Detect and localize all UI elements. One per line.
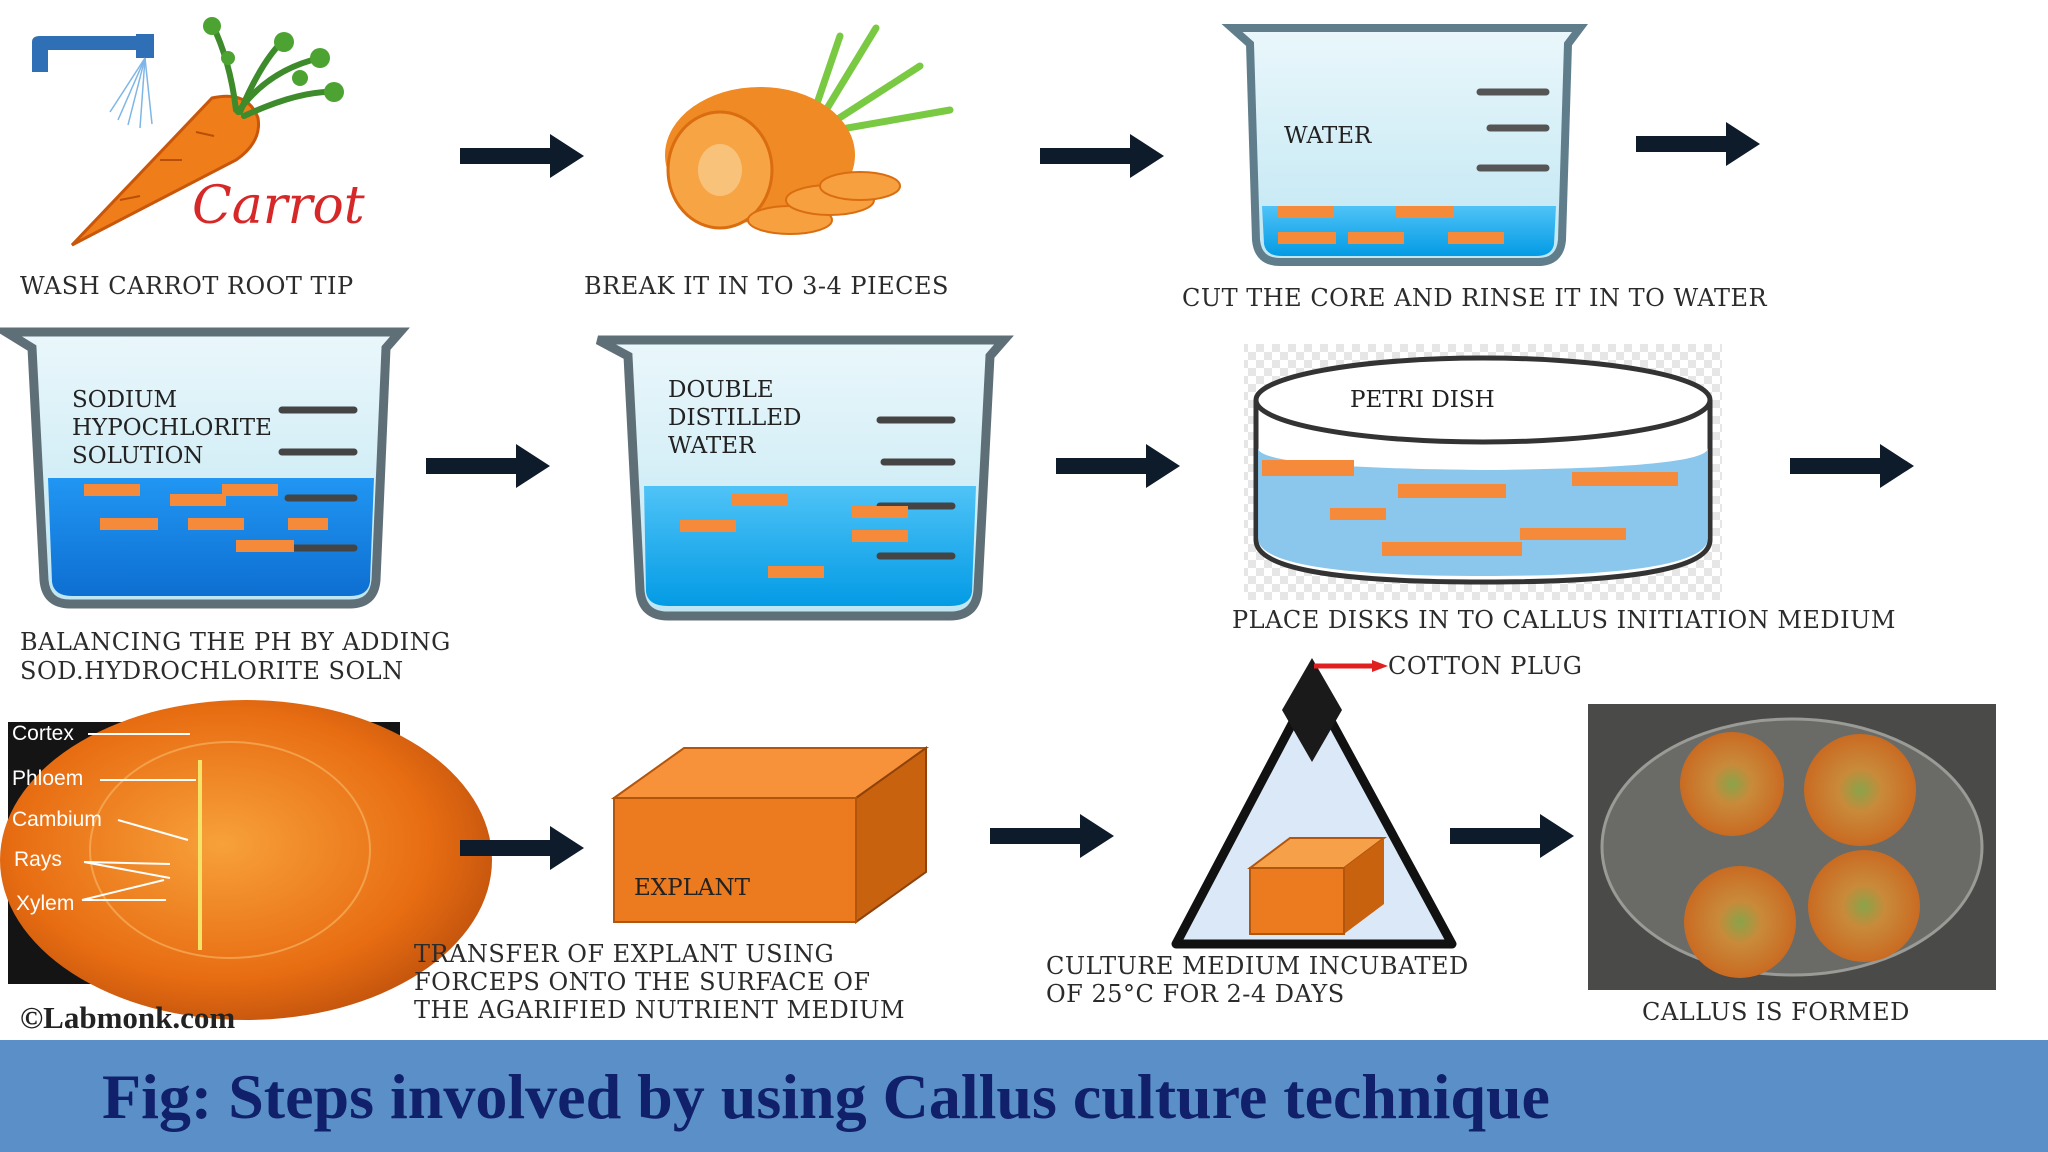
- arrow-5: [1056, 444, 1180, 488]
- cortex-label: Cortex: [12, 722, 74, 745]
- arrow-4: [426, 444, 550, 488]
- wash-caption: WASH CARROT ROOT TIP: [20, 272, 354, 300]
- tap-icon: [32, 34, 154, 129]
- petri-dish-icon: [1244, 344, 1722, 600]
- caption-banner: Fig: Steps involved by using Callus cult…: [0, 1040, 2048, 1152]
- sterilize-caption-line-1: BALANCING THE PH BY ADDING: [20, 628, 451, 656]
- arrow-1: [460, 134, 584, 178]
- distilled-water-beaker: [595, 335, 1014, 621]
- carrot-label: Carrot: [192, 176, 365, 236]
- arrow-7: [460, 826, 584, 870]
- cotton-plug-label: COTTON PLUG: [1388, 652, 1583, 680]
- break-caption: BREAK IT IN TO 3-4 PIECES: [584, 272, 949, 300]
- water-beaker-label: WATER: [1284, 123, 1372, 149]
- rays-label: Rays: [14, 848, 62, 871]
- hypochlorite-beaker: [0, 327, 410, 609]
- explant-caption-line-1: TRANSFER OF EXPLANT USING: [414, 940, 835, 968]
- cut-carrot-icon: [665, 24, 954, 235]
- water-beaker: [1221, 24, 1588, 266]
- explant-cube-icon: [610, 746, 930, 924]
- hypochlorite-label-line-2: HYPOCHLORITE: [72, 415, 272, 441]
- arrow-8: [990, 814, 1114, 858]
- carrot-cross-section-photo: [0, 700, 492, 1020]
- distilled-label-line-2: DISTILLED: [668, 405, 802, 431]
- explant-caption-line-2: FORCEPS ONTO THE SURFACE OF: [414, 968, 871, 996]
- phloem-label: Phloem: [12, 767, 84, 790]
- arrow-2: [1040, 134, 1164, 178]
- culture-flask-icon: [1171, 658, 1457, 949]
- cotton-plug-pointer: [1314, 660, 1388, 672]
- petri-caption: PLACE DISKS IN TO CALLUS INITIATION MEDI…: [1232, 606, 1896, 634]
- hypochlorite-label-line-1: SODIUM: [72, 387, 178, 413]
- xylem-label: Xylem: [16, 892, 75, 915]
- incubate-caption-line-1: CULTURE MEDIUM INCUBATED: [1046, 952, 1469, 980]
- callus-caption: CALLUS IS FORMED: [1642, 998, 1910, 1026]
- petri-dish-label: PETRI DISH: [1350, 387, 1495, 413]
- distilled-label-line-1: DOUBLE: [668, 377, 774, 403]
- carrot-icon: [70, 17, 344, 247]
- process-diagram: [0, 17, 1996, 1020]
- explant-label: EXPLANT: [634, 875, 750, 901]
- cotton-plug-icon: [1282, 658, 1342, 762]
- copyright-text: ©Labmonk.com: [20, 1000, 236, 1035]
- distilled-label-line-3: WATER: [668, 433, 756, 459]
- arrow-9: [1450, 814, 1574, 858]
- explant-caption-line-3: THE AGARIFIED NUTRIENT MEDIUM: [414, 996, 906, 1024]
- incubate-caption-line-2: OF 25°C FOR 2-4 DAYS: [1046, 980, 1345, 1008]
- callus-photo: [1588, 704, 1996, 990]
- arrow-3: [1636, 122, 1760, 166]
- rinse-caption: CUT THE CORE AND RINSE IT IN TO WATER: [1182, 284, 1768, 312]
- arrows: [426, 122, 1914, 870]
- figure-title: Fig: Steps involved by using Callus cult…: [102, 1061, 1550, 1132]
- sterilize-caption-line-2: SOD.HYDROCHLORITE SOLN: [20, 657, 404, 685]
- hypochlorite-label-line-3: SOLUTION: [72, 443, 204, 469]
- arrow-6: [1790, 444, 1914, 488]
- cambium-label: Cambium: [12, 808, 102, 831]
